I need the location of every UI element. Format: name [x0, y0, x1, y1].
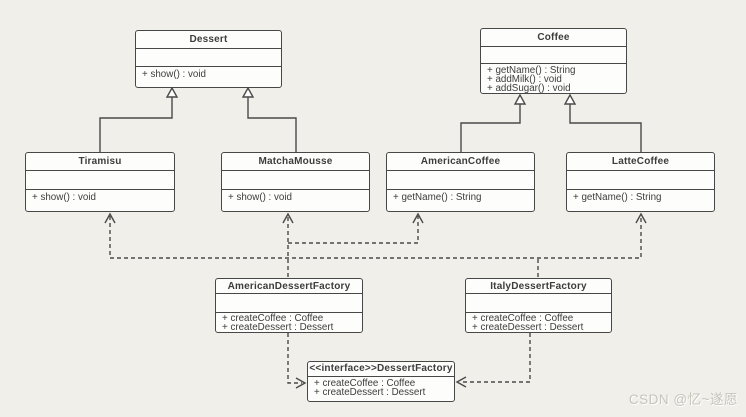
method-line: + getName() : String	[573, 191, 662, 203]
class-methods-section: + getName() : String	[567, 190, 714, 211]
hollow-triangle-arrow-icon	[513, 93, 527, 105]
open-arrow-icon	[282, 212, 294, 224]
method-line: + addMilk() : void	[487, 73, 562, 85]
class-attributes-section	[466, 294, 611, 313]
class-box-lattecoffee: LatteCoffee + getName() : String	[566, 152, 715, 212]
open-arrow-icon	[455, 376, 467, 388]
method-line: + createDessert : Dessert	[472, 322, 584, 332]
class-methods-section: + show() : void	[222, 190, 369, 211]
method-line: + createDessert : Dessert	[222, 322, 334, 332]
open-arrow-icon	[412, 212, 424, 224]
method-line: + show() : void	[142, 68, 206, 80]
class-attributes-section	[222, 171, 369, 190]
class-attributes-section	[216, 294, 362, 313]
hollow-triangle-arrow-icon	[563, 93, 577, 105]
class-box-tiramisu: Tiramisu + show() : void	[25, 152, 175, 212]
method-line: + show() : void	[228, 191, 292, 203]
method-line: + getName() : String	[393, 191, 482, 203]
method-line: + getName() : String	[487, 64, 576, 76]
class-box-americandessertfactory: AmericanDessertFactory + createCoffee : …	[215, 278, 363, 333]
class-name: <<interface>>DessertFactory	[308, 362, 454, 377]
class-methods-section: + show() : void	[26, 190, 174, 211]
realization-italyfactory-dessertfactory	[460, 333, 531, 383]
method-line: + createCoffee : Coffee	[472, 313, 574, 324]
inheritance-americancoffee-coffee	[460, 93, 527, 152]
dependency-italyfactory-tiramisu-lattecoffee	[109, 216, 642, 277]
inheritance-matchamousse-dessert	[241, 86, 297, 152]
realization-americanfactory-dessertfactory	[287, 333, 302, 384]
method-line: + show() : void	[32, 191, 96, 203]
class-name: MatchaMousse	[222, 153, 369, 171]
class-name: AmericanDessertFactory	[216, 279, 362, 294]
method-line: + addSugar() : void	[487, 83, 571, 93]
class-methods-section: + createCoffee : Coffee + createDessert …	[216, 313, 362, 332]
hollow-triangle-arrow-icon	[165, 86, 179, 98]
class-name: Dessert	[136, 31, 281, 49]
class-methods-section: + createCoffee : Coffee + createDessert …	[466, 313, 611, 332]
method-line: + createCoffee : Coffee	[222, 313, 324, 324]
inheritance-tiramisu-dessert	[99, 86, 179, 152]
dependency-americanfactory-americancoffee	[288, 216, 419, 244]
open-arrow-icon	[295, 377, 307, 389]
class-methods-section: + getName() : String	[387, 190, 534, 211]
class-box-coffee: Coffee + getName() : String + addMilk() …	[480, 28, 627, 94]
class-name: LatteCoffee	[567, 153, 714, 171]
class-attributes-section	[136, 49, 281, 67]
class-attributes-section	[26, 171, 174, 190]
class-methods-section: + getName() : String + addMilk() : void …	[481, 64, 626, 93]
class-methods-section: + show() : void	[136, 67, 281, 87]
class-box-americancoffee: AmericanCoffee + getName() : String	[386, 152, 535, 212]
class-box-italydessertfactory: ItalyDessertFactory + createCoffee : Cof…	[465, 278, 612, 333]
class-methods-section: + createCoffee : Coffee + createDessert …	[308, 377, 454, 402]
method-line: + createCoffee : Coffee	[314, 377, 416, 389]
class-name: Coffee	[481, 29, 626, 47]
watermark: CSDN @忆~遂愿	[628, 392, 738, 407]
class-box-dessertfactory-interface: <<interface>>DessertFactory + createCoff…	[307, 361, 455, 402]
method-line: + createDessert : Dessert	[314, 387, 426, 399]
class-box-dessert: Dessert + show() : void	[135, 30, 282, 88]
hollow-triangle-arrow-icon	[241, 86, 255, 98]
open-arrow-icon	[635, 212, 647, 224]
class-name: Tiramisu	[26, 153, 174, 171]
class-attributes-section	[481, 47, 626, 64]
class-attributes-section	[567, 171, 714, 190]
inheritance-lattecoffee-coffee	[563, 93, 642, 152]
class-box-matchamousse: MatchaMousse + show() : void	[221, 152, 370, 212]
class-name: AmericanCoffee	[387, 153, 534, 171]
class-attributes-section	[387, 171, 534, 190]
open-arrow-icon	[104, 212, 116, 224]
class-name: ItalyDessertFactory	[466, 279, 611, 294]
